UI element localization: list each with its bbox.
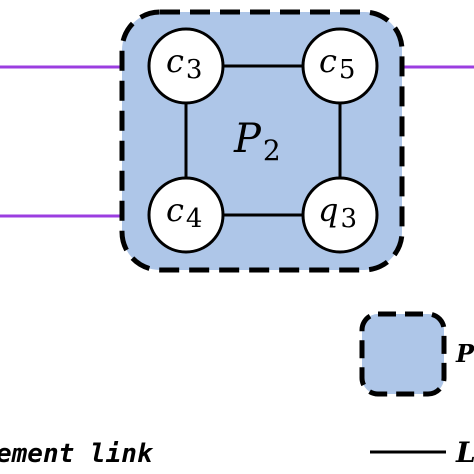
svg-text:c4: c4	[166, 191, 202, 234]
svg-text:q3: q3	[318, 191, 357, 234]
region-label: P2	[233, 116, 281, 167]
node-q3: q3	[301, 176, 379, 254]
legend-region-label: P	[455, 339, 474, 368]
svg-text:c3: c3	[166, 42, 202, 85]
node-c4: c4	[147, 176, 225, 254]
node-c3: c3	[147, 27, 225, 105]
svg-text:c5: c5	[319, 42, 355, 85]
node-c5: c5	[301, 27, 379, 105]
legend-link-label: ement link	[0, 439, 154, 469]
legend-line-label: L	[455, 436, 474, 469]
legend-region-swatch	[359, 311, 447, 397]
